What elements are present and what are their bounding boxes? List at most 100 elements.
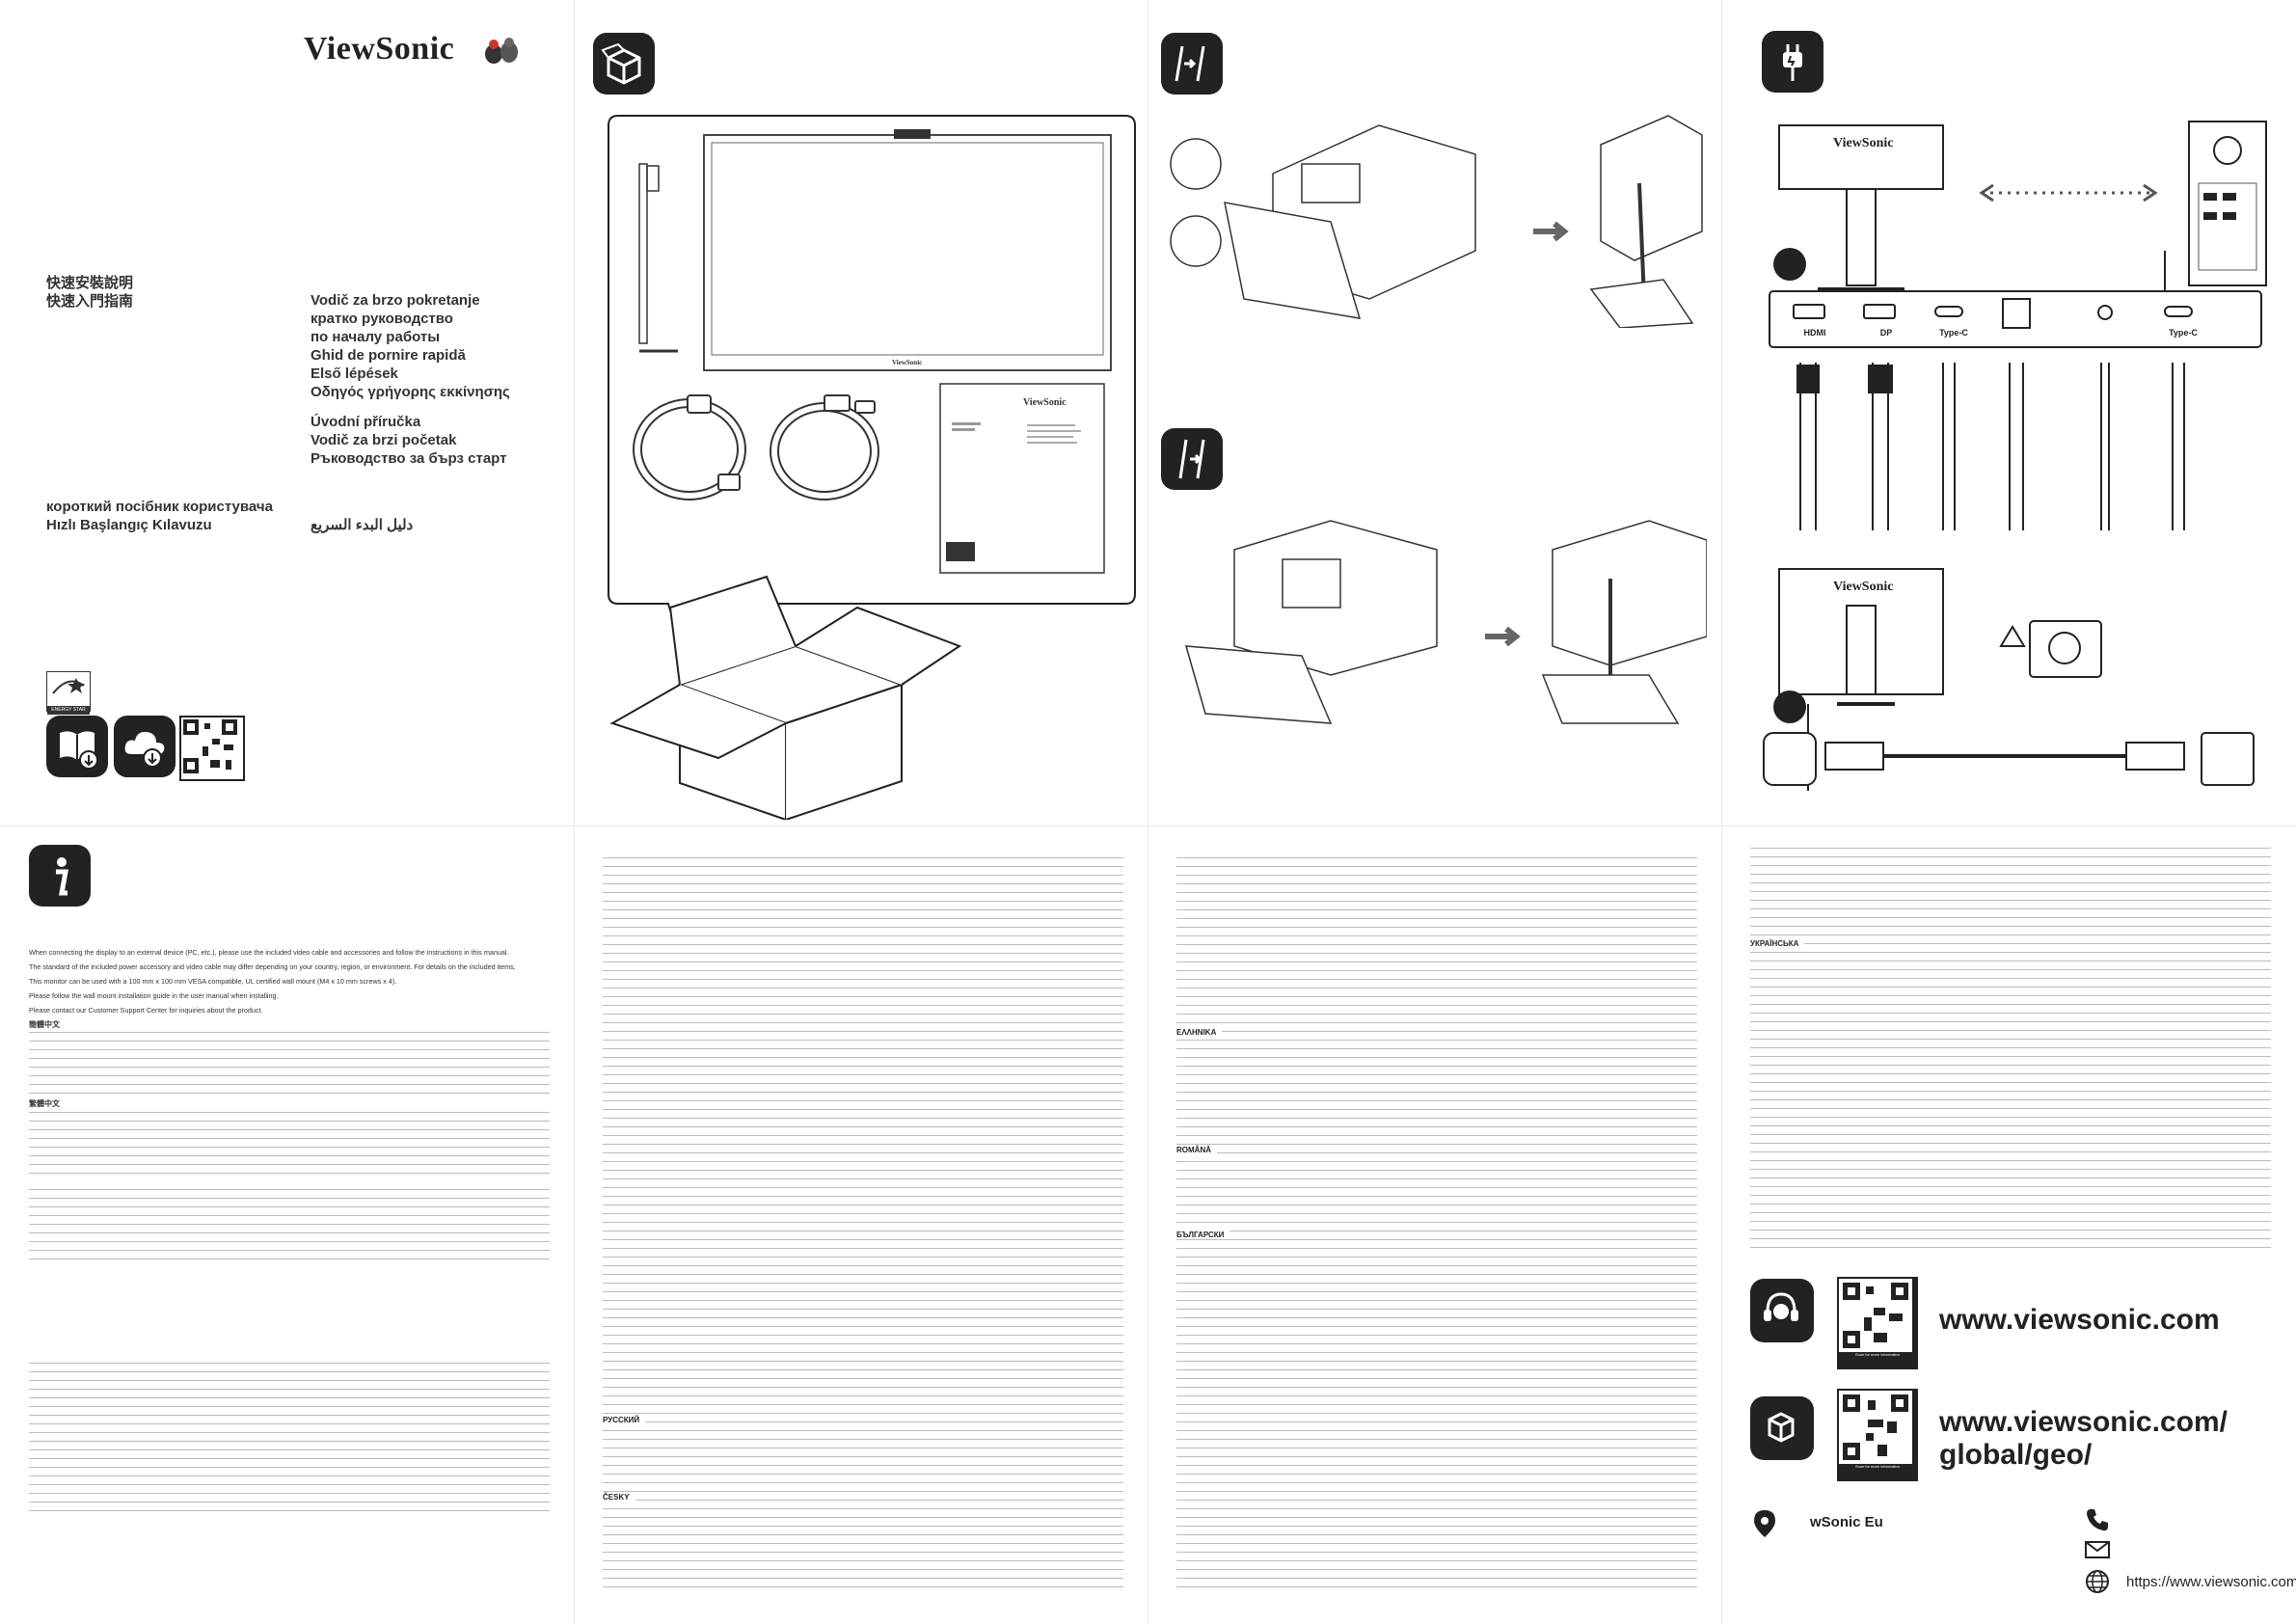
stand-attach-icon [1175, 45, 1205, 82]
text-block [29, 1109, 550, 1177]
title-line: Hızlı Başlangıç Kılavuzu [46, 517, 212, 533]
geo-url-line: global/geo/ [1939, 1439, 2093, 1471]
geo-qr-code[interactable]: Scan for more information [1837, 1389, 1918, 1481]
warranty-text-column [1176, 854, 1697, 1616]
title-line: кратко руководство [311, 311, 453, 327]
doc-brand-mark: ViewSonic [1023, 397, 1067, 408]
box-contents-panel: ViewSonic ViewSonic [574, 0, 1148, 826]
info-panel: When connecting the display to an extern… [0, 826, 574, 1624]
warranty-text-column [603, 854, 1123, 1616]
title-line: по началу работы [311, 329, 441, 345]
cloud-download-badge[interactable] [114, 716, 176, 777]
contact-panel: УКРАЇНСЬКА Scan for more information www… [1721, 826, 2296, 1624]
info-badge [29, 845, 91, 907]
fold-line [1721, 0, 1722, 1624]
bird-logo-icon [485, 38, 518, 64]
title-line: Vodič za brzi početak [311, 432, 457, 448]
title-line: короткий посібник користувача [46, 499, 273, 515]
cover-qr-code[interactable] [179, 716, 245, 781]
brand-logo: ViewSonic [304, 31, 455, 67]
energy-star-icon [52, 678, 85, 694]
wall-mount-badge [1161, 428, 1223, 490]
title-line: Οδηγός γρήγορης εκκίνησης [311, 384, 510, 400]
lang-heading: ΕΛΛΗΝΙΚΑ [1176, 1028, 1223, 1037]
box-icon [601, 42, 641, 85]
info-icon [56, 857, 68, 896]
monitor-back-brand: ViewSonic [1833, 136, 1893, 150]
support-qr-code[interactable]: Scan for more information [1837, 1277, 1918, 1369]
info-text-column: When connecting the display to an extern… [29, 949, 550, 1614]
geo-badge [1750, 1396, 1814, 1460]
warranty-panel-1: РУССКИЙ ČESKY [574, 826, 1148, 1624]
info-paragraph: Please contact our Customer Support Cent… [29, 1005, 263, 1015]
connections-panel: ViewSonic HDMI DP Type-C Type-C [1721, 0, 2296, 826]
headset-icon [1764, 1292, 1798, 1321]
info-paragraph: When connecting the display to an extern… [29, 949, 509, 957]
title-line: Ghid de pornire rapidă [311, 347, 466, 364]
qr-pattern [183, 719, 237, 773]
spacer [311, 401, 510, 413]
text-block [29, 1360, 550, 1515]
qr-pattern [1839, 1279, 1912, 1352]
cloud-download-icon [124, 731, 165, 768]
cover-panel: ViewSonic 快速安裝說明 快速入門指南 Vodič za brzo po… [0, 0, 574, 826]
mail-icon [2085, 1541, 2110, 1558]
title-line: 快速安裝說明 [46, 275, 134, 291]
energy-star-label: ENERGY STAR [47, 706, 90, 715]
contact-text-column [1750, 845, 2271, 1259]
support-badge [1750, 1279, 1814, 1342]
lang-heading: 繁體中文 [29, 1099, 60, 1109]
title-line: Vodič za brzo pokretanje [311, 292, 480, 309]
text-block [29, 1029, 550, 1097]
text-block [1750, 845, 2271, 1250]
lang-heading: ČESKY [603, 1493, 635, 1502]
port-label-dp: DP [1879, 328, 1893, 338]
lang-heading: УКРАЇНСЬКА [1750, 939, 1805, 948]
qr-caption: Scan for more information [1854, 1352, 1901, 1357]
globe-icon [2086, 1570, 2109, 1593]
title-line: 快速入門指南 [46, 293, 134, 310]
stand-attach-illustration [1170, 115, 1703, 328]
text-block [29, 1186, 550, 1264]
fold-line [574, 0, 575, 1624]
lang-heading: БЪЛГАРСКИ [1176, 1231, 1230, 1239]
port-label-typec: Type-C [1939, 328, 1968, 338]
cover-title-list: Vodič za brzo pokretanje кратко руководс… [311, 291, 510, 468]
warranty-panel-2: ΕΛΛΗΝΙΚΑ ROMÂNĂ БЪЛГАРСКИ [1148, 826, 1721, 1624]
info-paragraph: This monitor can be used with a 100 mm x… [29, 976, 397, 986]
wall-mount-illustration [1184, 520, 1707, 724]
energy-star-logo: ENERGY STAR [46, 671, 91, 715]
cover-title-ar: دليل البدء السريع [311, 517, 414, 533]
info-paragraph: The standard of the included power acces… [29, 961, 516, 971]
cover-title-extra: короткий посібник користувача Hızlı Başl… [46, 498, 273, 534]
qr-caption: Scan for more information [1854, 1464, 1901, 1469]
eu-office-label: wSonic Eu [1810, 1514, 1883, 1530]
info-paragraph: Please follow the wall mount installatio… [29, 990, 279, 1000]
globe-box-icon [1768, 1412, 1795, 1443]
step-1-bullet [1773, 248, 1806, 281]
text-block [1176, 854, 1697, 1587]
lang-heading: 簡體中文 [29, 1019, 60, 1029]
location-pin-icon [1754, 1510, 1775, 1537]
box-step-badge [593, 33, 655, 95]
website-url[interactable]: www.viewsonic.com [1939, 1304, 2220, 1336]
monitor-brand-mark: ViewSonic [892, 359, 922, 366]
port-label-hdmi: HDMI [1803, 328, 1826, 338]
video-connection-illustration: ViewSonic [1769, 121, 2267, 530]
text-block [603, 854, 1123, 1587]
wall-mount-icon [1178, 439, 1205, 479]
lang-heading: ROMÂNĂ [1176, 1146, 1217, 1154]
connect-step-badge [1762, 31, 1823, 93]
phone-icon [2087, 1509, 2108, 1531]
title-line: Első lépések [311, 365, 398, 382]
cover-title-cn: 快速安裝說明 快速入門指南 [46, 274, 133, 311]
lang-heading: РУССКИЙ [603, 1416, 646, 1424]
step-2-bullet [1773, 690, 1806, 723]
qr-pattern [1839, 1391, 1912, 1464]
eu-website-url[interactable]: https://www.viewsonic.com/eu/ [2126, 1574, 2296, 1590]
geo-url-line: www.viewsonic.com/ [1939, 1406, 2228, 1438]
geo-url[interactable]: www.viewsonic.com/ global/geo/ [1939, 1406, 2228, 1472]
power-connection-illustration: ViewSonic [1763, 568, 2255, 791]
stand-attach-badge [1161, 33, 1223, 95]
manual-download-badge[interactable] [46, 716, 108, 777]
